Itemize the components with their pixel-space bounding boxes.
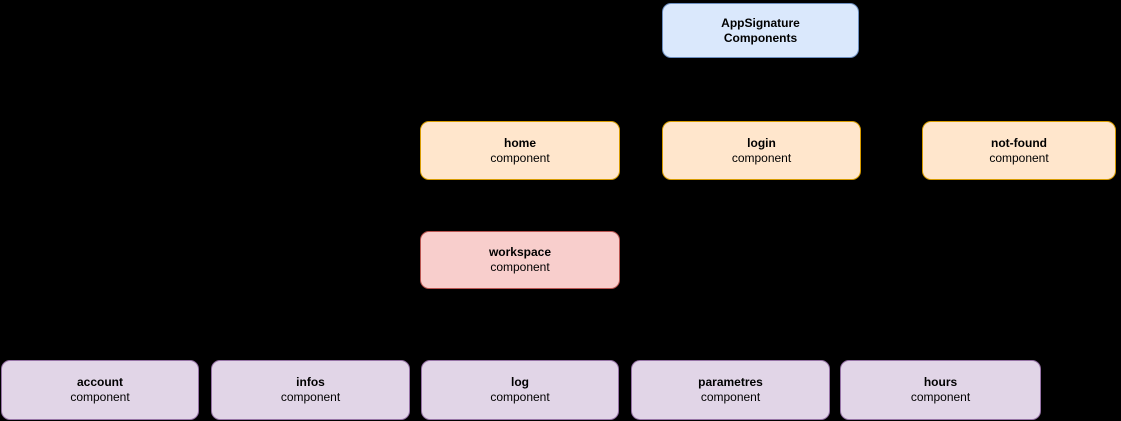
node-log-component: log component [421, 360, 619, 420]
node-workspace-component: workspace component [420, 231, 620, 289]
node-title: parametres [698, 375, 763, 389]
node-account-component: account component [1, 360, 199, 420]
node-subtitle: Components [723, 30, 798, 45]
node-subtitle: component [700, 390, 761, 404]
node-subtitle: component [490, 150, 550, 165]
node-parametres-component: parametres component [631, 360, 830, 420]
node-title: hours [923, 375, 958, 389]
node-subtitle: component [910, 390, 971, 404]
node-not-found-component: not-found component [922, 121, 1116, 180]
node-title: login [747, 135, 776, 150]
node-login-component: login component [662, 121, 861, 180]
node-title: account [76, 375, 123, 389]
node-title: log [511, 375, 529, 389]
node-home-component: home component [420, 121, 620, 180]
node-title: not-found [991, 135, 1047, 150]
node-subtitle: component [490, 260, 550, 274]
node-title: home [503, 135, 536, 150]
node-title: workspace [488, 245, 552, 259]
node-infos-component: infos component [211, 360, 410, 420]
node-subtitle: component [70, 390, 130, 404]
node-subtitle: component [989, 150, 1049, 165]
node-subtitle: component [280, 390, 341, 404]
node-title: infos [296, 375, 325, 389]
node-subtitle: component [731, 150, 792, 165]
node-hours-component: hours component [840, 360, 1041, 420]
node-subtitle: component [490, 390, 550, 404]
node-title: AppSignature [721, 15, 800, 30]
node-appsignature-components: AppSignature Components [662, 3, 859, 58]
